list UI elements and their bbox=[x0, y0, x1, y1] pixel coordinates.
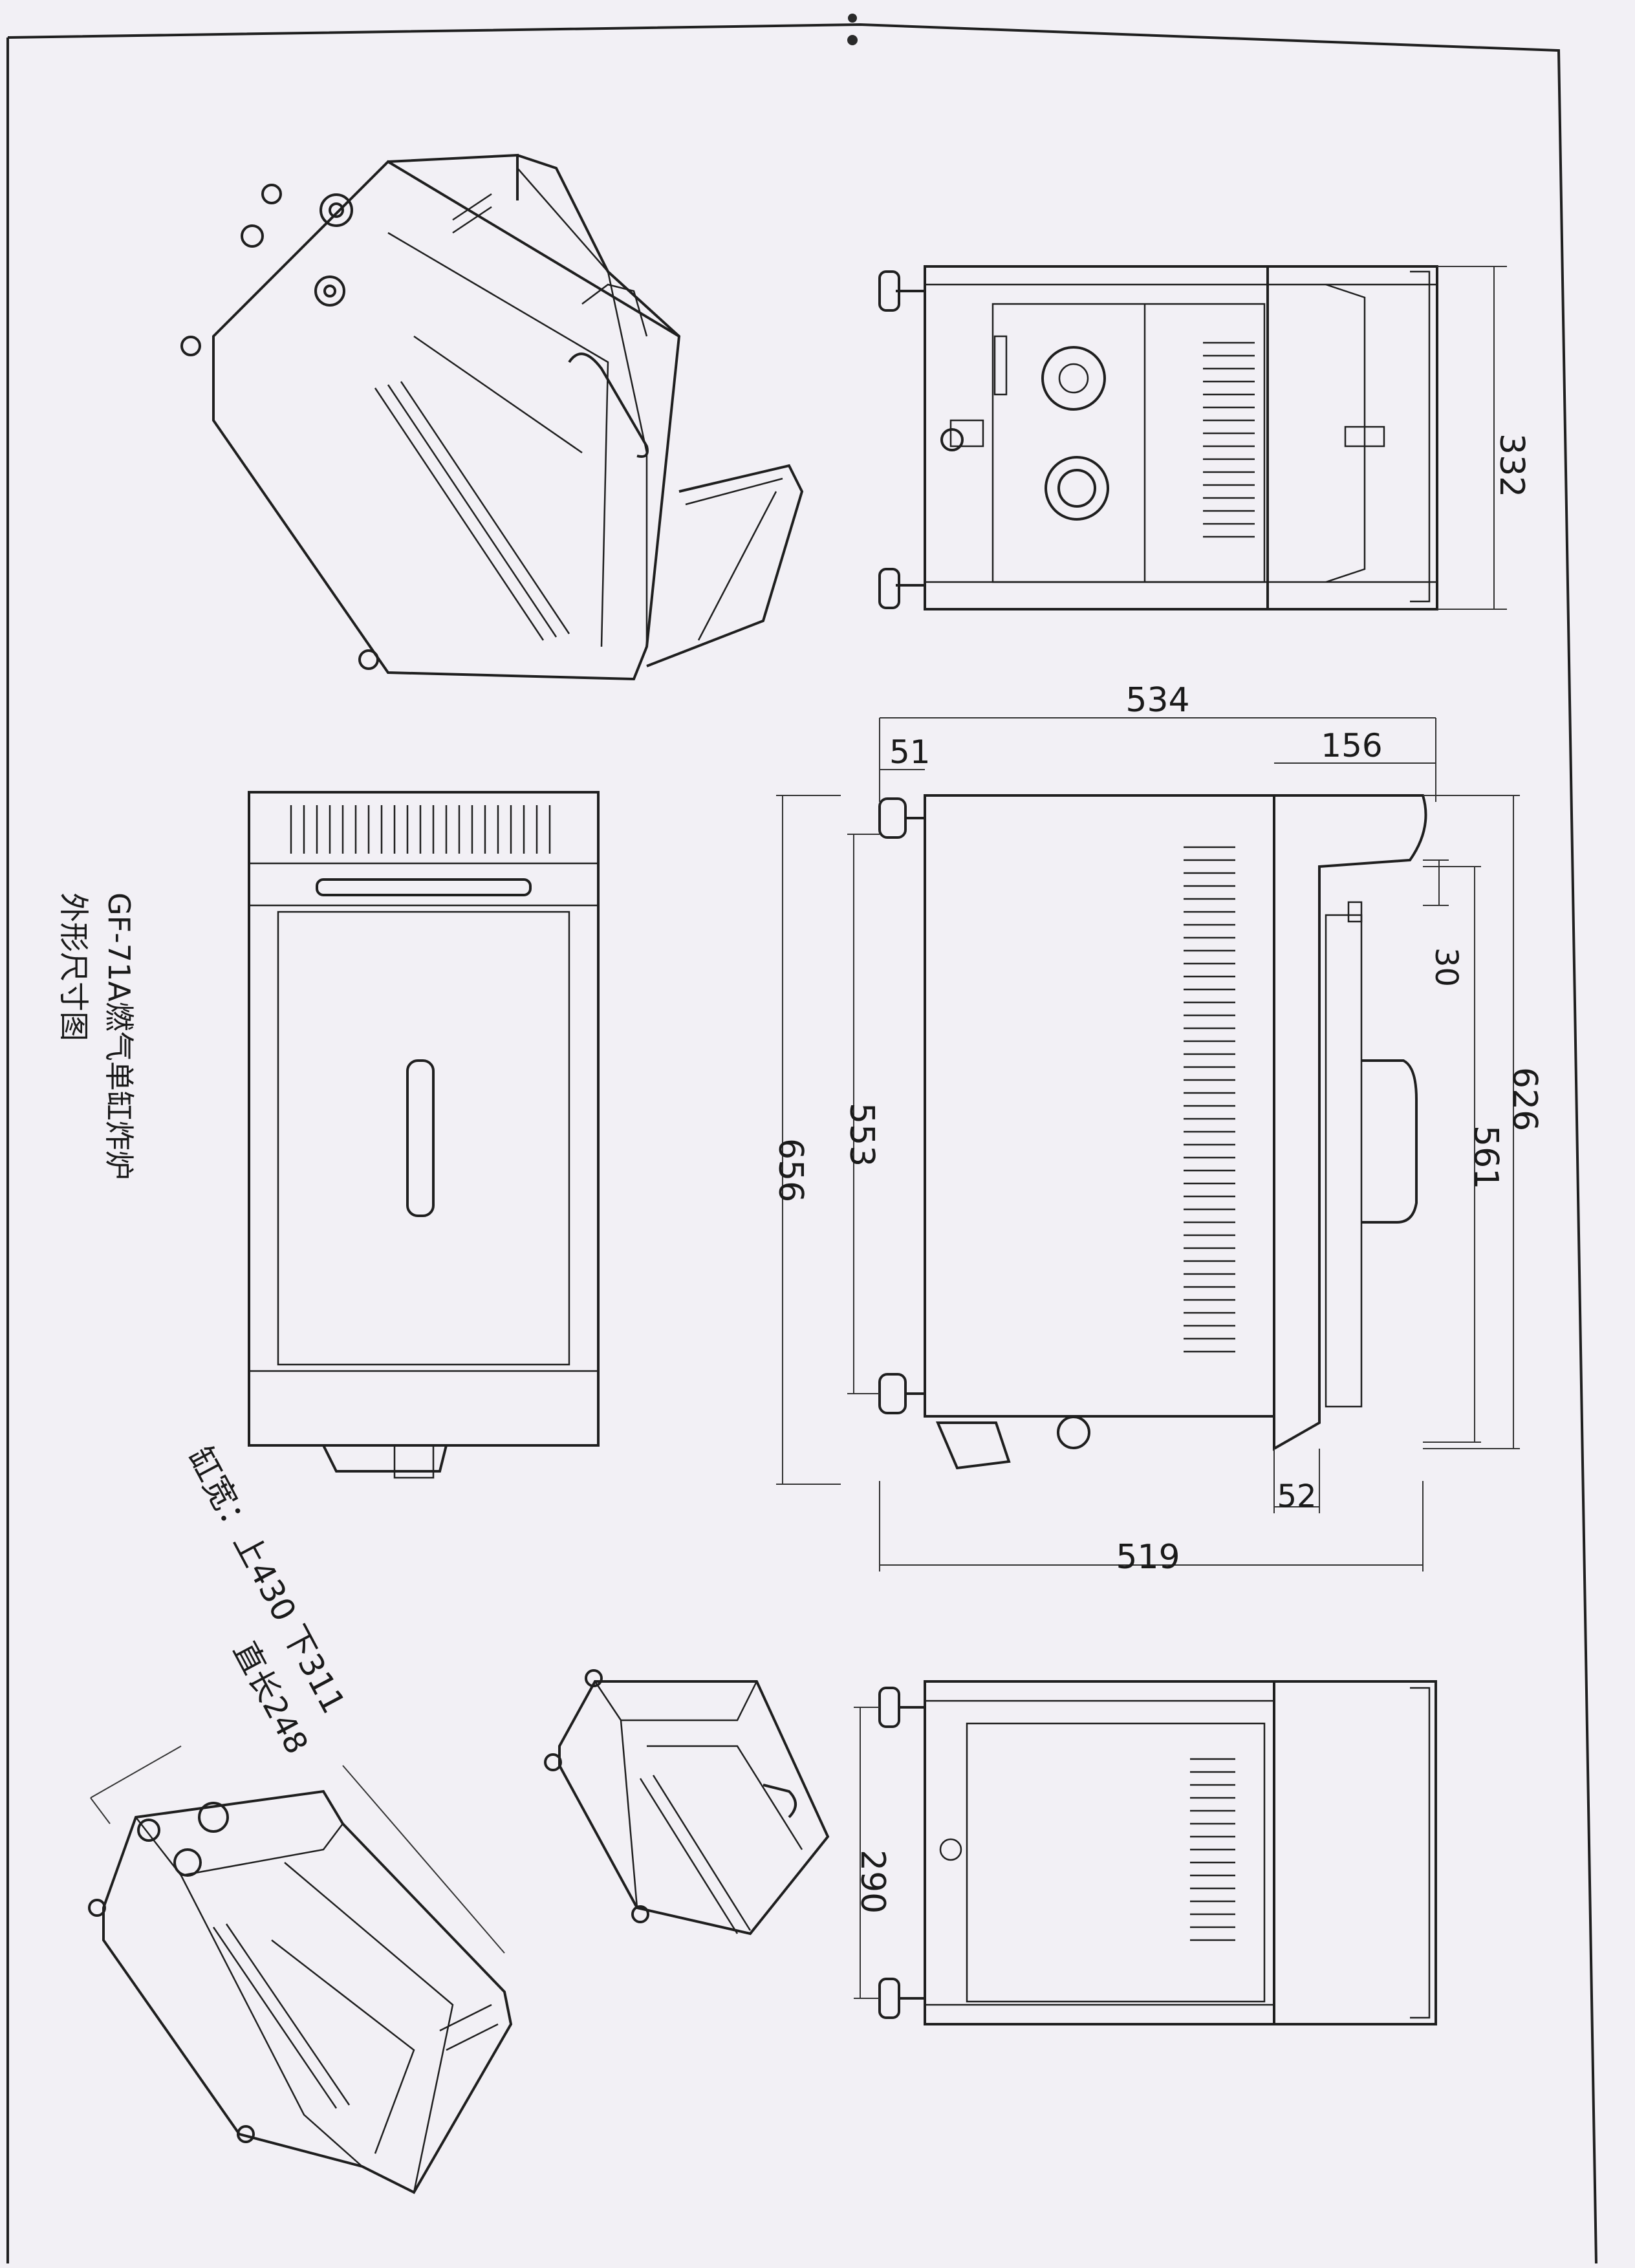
punch-hole bbox=[848, 14, 857, 23]
top-view bbox=[248, 791, 600, 1479]
dim-right-offset: 156 bbox=[1321, 727, 1382, 764]
front-view: 332 bbox=[878, 265, 1531, 610]
dim-bottom-offset: 52 bbox=[1277, 1478, 1316, 1515]
page-border bbox=[6, 23, 1597, 2264]
punch-hole bbox=[847, 35, 858, 45]
dim-overall-height: 656 bbox=[771, 1138, 810, 1202]
isometric-view-bottom bbox=[88, 1745, 513, 2194]
vent-slots-iso-bottom bbox=[212, 1923, 499, 2109]
title-line1: GF-71A燃气单缸炸炉 bbox=[102, 892, 136, 1180]
vent-slots-top bbox=[290, 805, 551, 854]
vent-slots-front bbox=[1203, 341, 1255, 538]
dim-overall-width: 534 bbox=[1125, 681, 1189, 720]
side-view: 534 51 156 656 553 30 626 561 52 519 bbox=[771, 681, 1544, 1577]
dim-rear-height: 290 bbox=[853, 1850, 892, 1914]
dim-right-height: 626 bbox=[1505, 1067, 1544, 1131]
dim-bottom-width: 519 bbox=[1116, 1538, 1180, 1577]
dim-side-height: 332 bbox=[1492, 433, 1531, 497]
title-line2: 外形尺寸图 bbox=[56, 892, 91, 1041]
dim-body-height: 553 bbox=[842, 1103, 881, 1167]
isometric-view-top bbox=[180, 153, 804, 681]
dim-top-gap: 30 bbox=[1428, 947, 1464, 987]
dim-left-offset: 51 bbox=[889, 733, 931, 771]
vent-slots-rear bbox=[1190, 1758, 1235, 1941]
title-block: GF-71A燃气单缸炸炉 外形尺寸图 bbox=[56, 892, 136, 1180]
vent-slots-iso bbox=[374, 193, 570, 641]
rear-view: 290 bbox=[853, 1680, 1437, 2025]
dim-right-inner-height: 561 bbox=[1466, 1125, 1505, 1189]
vent-slots-side bbox=[1184, 846, 1235, 1353]
isometric-view-small bbox=[544, 1669, 830, 1936]
